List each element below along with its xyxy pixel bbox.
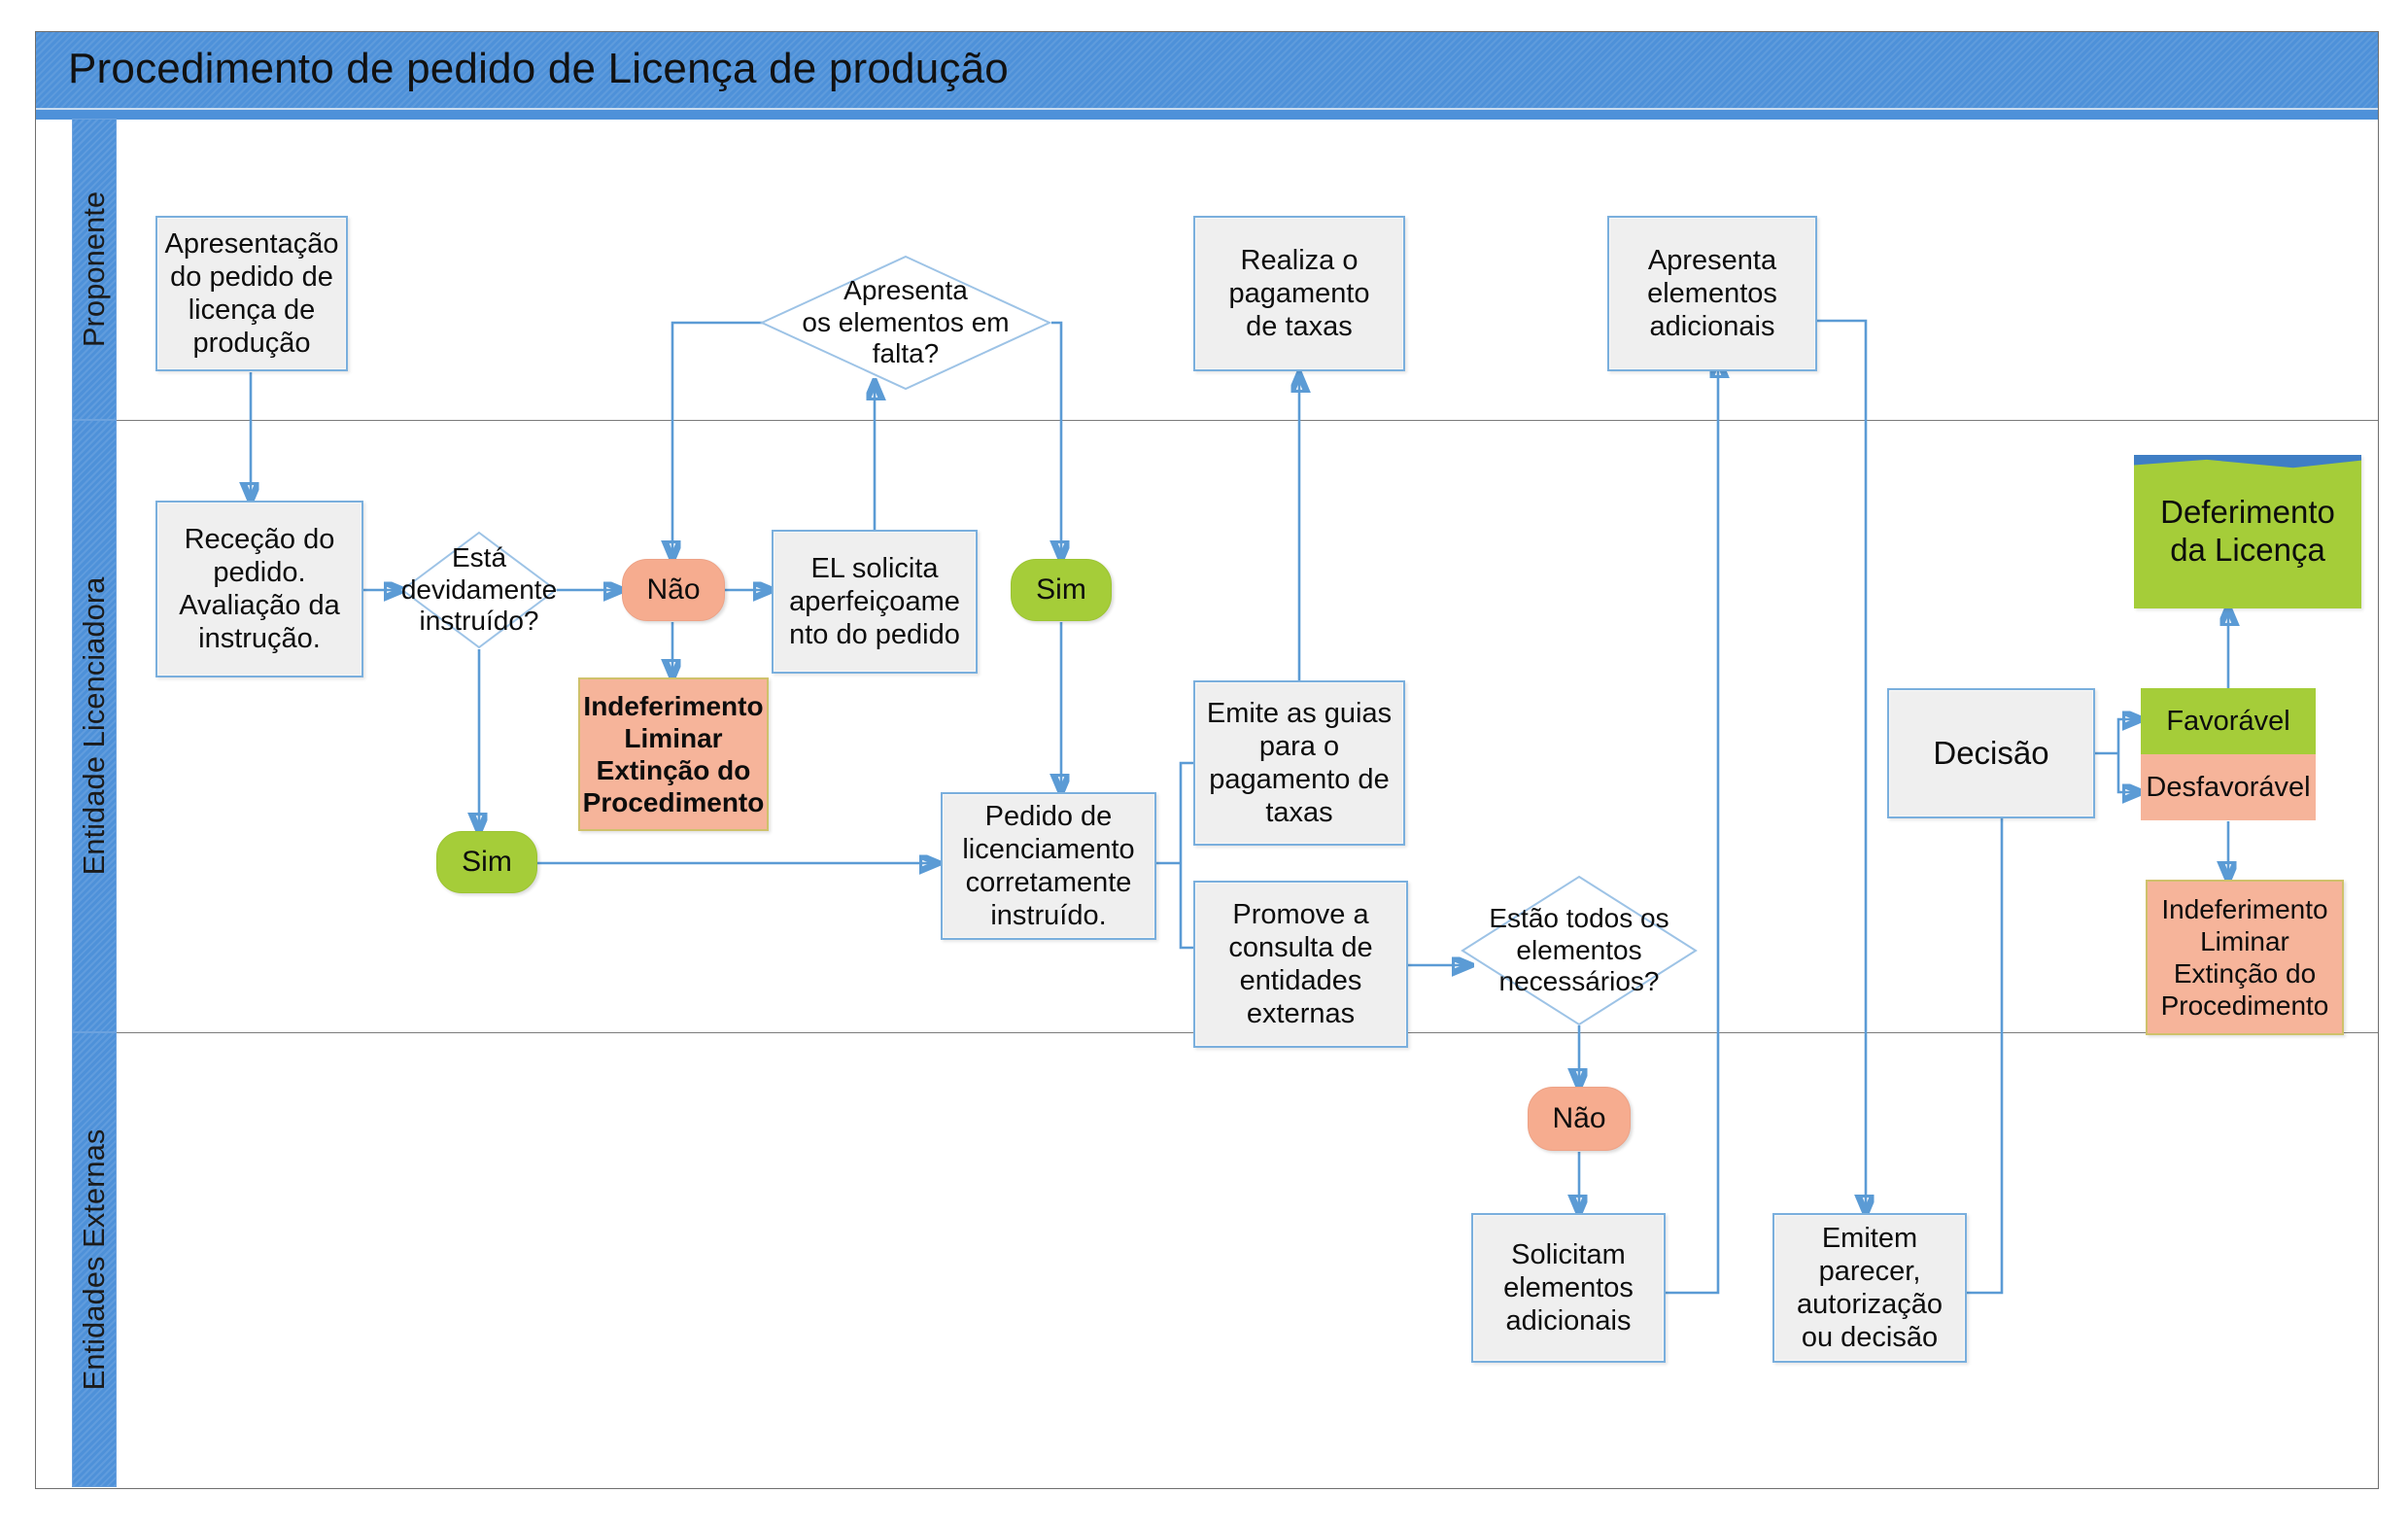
lane-header-texture: [73, 1033, 116, 1486]
node-favoravel[interactable]: Favorável: [2141, 688, 2316, 754]
node-desfavoravel[interactable]: Desfavorável: [2141, 754, 2316, 820]
node-decisao-label: Decisão: [1933, 734, 2049, 771]
node-favoravel-label: Favorável: [2166, 705, 2290, 737]
page-title: Procedimento de pedido de Licença de pro…: [68, 45, 1009, 92]
pill-nao-elementos-label: Não: [1552, 1102, 1606, 1134]
pill-sim-instruido-label: Sim: [462, 846, 512, 878]
lane-header-texture: [73, 421, 116, 1031]
lane-header-externas: Entidades Externas: [72, 1032, 117, 1487]
pill-sim-falta-label: Sim: [1036, 573, 1086, 606]
node-desfavoravel-label: Desfavorável: [2146, 771, 2311, 803]
title-band-underline: [36, 108, 2378, 120]
lane-label-licenciadora: Entidade Licenciadora: [77, 576, 111, 876]
pill-nao-elementos[interactable]: Não: [1528, 1087, 1631, 1151]
pill-nao-instruido[interactable]: Não: [622, 559, 725, 621]
pill-nao-instruido-label: Não: [646, 573, 701, 606]
title-band-texture: [36, 32, 2378, 108]
title-band: [36, 32, 2378, 108]
pill-sim-falta[interactable]: Sim: [1011, 559, 1112, 621]
lane-label-externas: Entidades Externas: [77, 1128, 111, 1391]
lane-label-proponente: Proponente: [77, 191, 111, 348]
lane-header-licenciadora: Entidade Licenciadora: [72, 420, 117, 1032]
lane-divider-1: [117, 420, 2378, 421]
pill-sim-instruido[interactable]: Sim: [436, 831, 537, 893]
node-decisao[interactable]: Decisão: [1887, 688, 2095, 818]
lane-header-proponente: Proponente: [72, 119, 117, 420]
lane-header-texture: [73, 120, 116, 419]
document-curl-icon: [2134, 455, 2361, 469]
